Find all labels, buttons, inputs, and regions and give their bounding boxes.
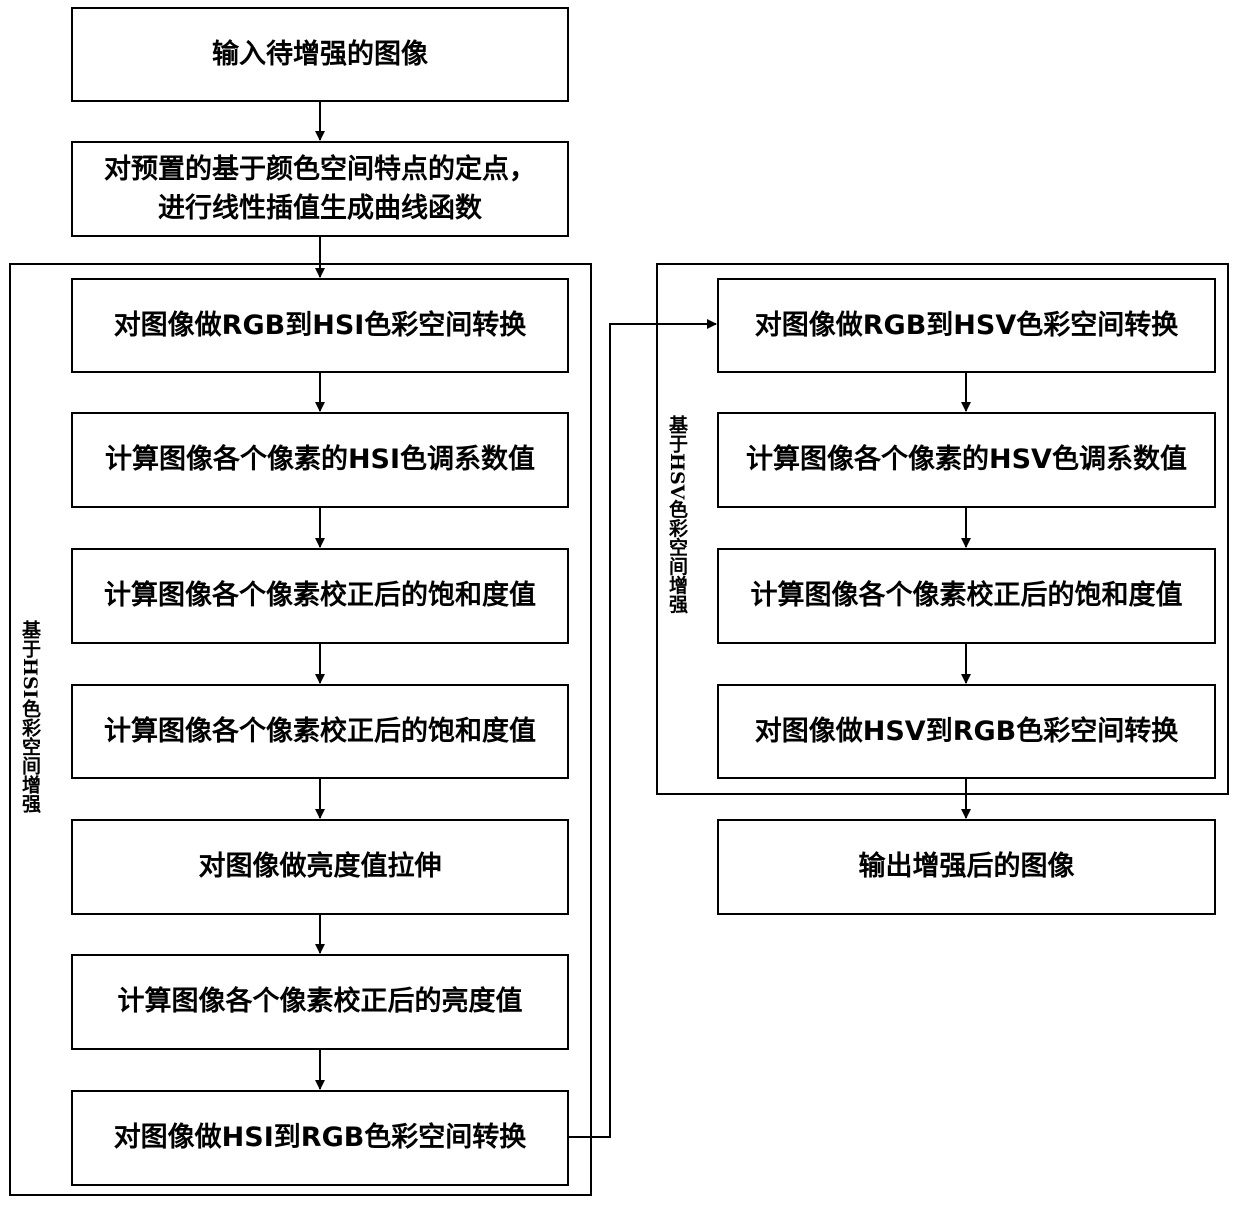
step-hsi-saturation-1: 计算图像各个像素校正后的饱和度值 xyxy=(71,548,569,644)
step-input-text: 输入待增强的图像 xyxy=(212,38,428,70)
step-hsi-brightness: 计算图像各个像素校正后的亮度值 xyxy=(71,954,569,1050)
step-hsv-convert-text: 对图像做RGB到HSV色彩空间转换 xyxy=(754,309,1179,341)
step-hsi-bright-text: 计算图像各个像素校正后的亮度值 xyxy=(117,986,523,1018)
step-hsi-to-rgb: 对图像做HSI到RGB色彩空间转换 xyxy=(71,1090,569,1186)
step-hsv-back-text: 对图像做HSV到RGB色彩空间转换 xyxy=(754,715,1179,747)
step-hsv-to-rgb: 对图像做HSV到RGB色彩空间转换 xyxy=(717,684,1216,779)
step-hsi-hue-text: 计算图像各个像素的HSI色调系数值 xyxy=(104,444,536,476)
hsi-group-frame xyxy=(9,263,592,1196)
arrow-hsi-to-hsv xyxy=(569,319,717,1138)
hsv-group-frame xyxy=(656,263,1229,795)
step-input-image: 输入待增强的图像 xyxy=(71,7,569,102)
step-hsi-stretch: 对图像做亮度值拉伸 xyxy=(71,819,569,915)
hsv-group-label: 基于HSV色彩空间增强 xyxy=(666,415,688,614)
step-hsv-sat-text: 计算图像各个像素校正后的饱和度值 xyxy=(750,580,1183,612)
step-hsv-hue: 计算图像各个像素的HSV色调系数值 xyxy=(717,412,1216,508)
step-hsv-convert: 对图像做RGB到HSV色彩空间转换 xyxy=(717,278,1216,373)
step-output-image: 输出增强后的图像 xyxy=(717,819,1216,915)
step-hsi-saturation-2: 计算图像各个像素校正后的饱和度值 xyxy=(71,684,569,779)
step-hsi-convert: 对图像做RGB到HSI色彩空间转换 xyxy=(71,278,569,373)
hsi-group-label: 基于HSI色彩空间增强 xyxy=(19,620,41,813)
step-output-text: 输出增强后的图像 xyxy=(858,851,1075,883)
step-hsv-hue-text: 计算图像各个像素的HSV色调系数值 xyxy=(746,444,1187,476)
step-hsv-saturation: 计算图像各个像素校正后的饱和度值 xyxy=(717,548,1216,644)
step-hsi-sat1-text: 计算图像各个像素校正后的饱和度值 xyxy=(104,580,536,612)
step-hsi-sat2-text: 计算图像各个像素校正后的饱和度值 xyxy=(104,715,536,747)
step-hsi-stretch-text: 对图像做亮度值拉伸 xyxy=(198,851,442,883)
step-interp-line2: 进行线性插值生成曲线函数 xyxy=(158,193,482,224)
step-hsi-back-text: 对图像做HSI到RGB色彩空间转换 xyxy=(113,1122,527,1154)
step-interp-line1: 对预置的基于颜色空间特点的定点， xyxy=(104,153,536,185)
step-hsi-convert-text: 对图像做RGB到HSI色彩空间转换 xyxy=(113,309,527,341)
step-hsi-hue: 计算图像各个像素的HSI色调系数值 xyxy=(71,412,569,508)
step-interpolation: 对预置的基于颜色空间特点的定点， 进行线性插值生成曲线函数 xyxy=(71,141,569,237)
